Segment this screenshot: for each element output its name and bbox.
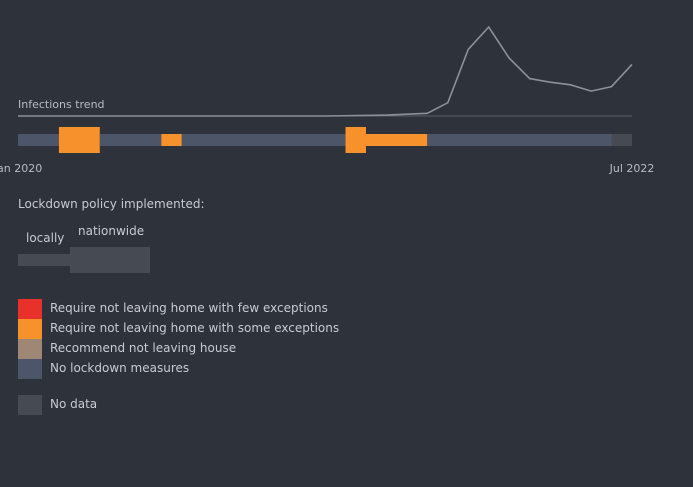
policy-bar-segment	[18, 134, 59, 146]
legend-label: No lockdown measures	[50, 361, 190, 375]
legend-label: Recommend not leaving house	[50, 341, 237, 355]
policy-bar-segment	[99, 134, 162, 146]
scope-bar-locally	[18, 254, 70, 266]
legend-label: Require not leaving home with few except…	[50, 301, 328, 315]
legend-swatch	[18, 299, 42, 319]
policy-bar-segment	[365, 134, 428, 146]
legend-title: Lockdown policy implemented:	[18, 197, 205, 211]
policy-bars	[18, 127, 632, 153]
legend-swatch	[18, 319, 42, 339]
infections-trend-label: Infections trend	[18, 98, 105, 111]
scope-bar-nationwide	[70, 247, 150, 273]
legend-label: No data	[50, 397, 98, 411]
x-axis-end-label: Jul 2022	[609, 162, 655, 175]
legend-swatch	[18, 339, 42, 359]
lockdown-timeline-chart: Infections trend Jan 2020 Jul 2022	[0, 25, 655, 175]
x-axis-start-label: Jan 2020	[0, 162, 42, 175]
policy-bar-segment	[427, 134, 612, 146]
legend-item-some-exceptions: Require not leaving home with some excep…	[18, 319, 418, 339]
legend-item-recommend: Recommend not leaving house	[18, 339, 418, 359]
scope-label-nationwide: nationwide	[78, 224, 145, 238]
legend-swatch	[18, 359, 42, 379]
legend-swatch	[18, 395, 42, 415]
infections-trend-line	[18, 25, 633, 117]
policy-bar-segment	[345, 127, 366, 153]
legend-item-no-lockdown: No lockdown measures	[18, 359, 418, 379]
legend-item-few-exceptions: Require not leaving home with few except…	[18, 299, 418, 319]
legend-label: Require not leaving home with some excep…	[50, 321, 340, 335]
policy-bar-segment	[58, 127, 100, 153]
policy-bar-segment	[181, 134, 346, 146]
scope-label-locally: locally	[26, 231, 65, 245]
legend-item-no-data: No data	[18, 395, 418, 415]
policy-bar-segment	[611, 134, 632, 146]
policy-bar-segment	[161, 134, 182, 146]
